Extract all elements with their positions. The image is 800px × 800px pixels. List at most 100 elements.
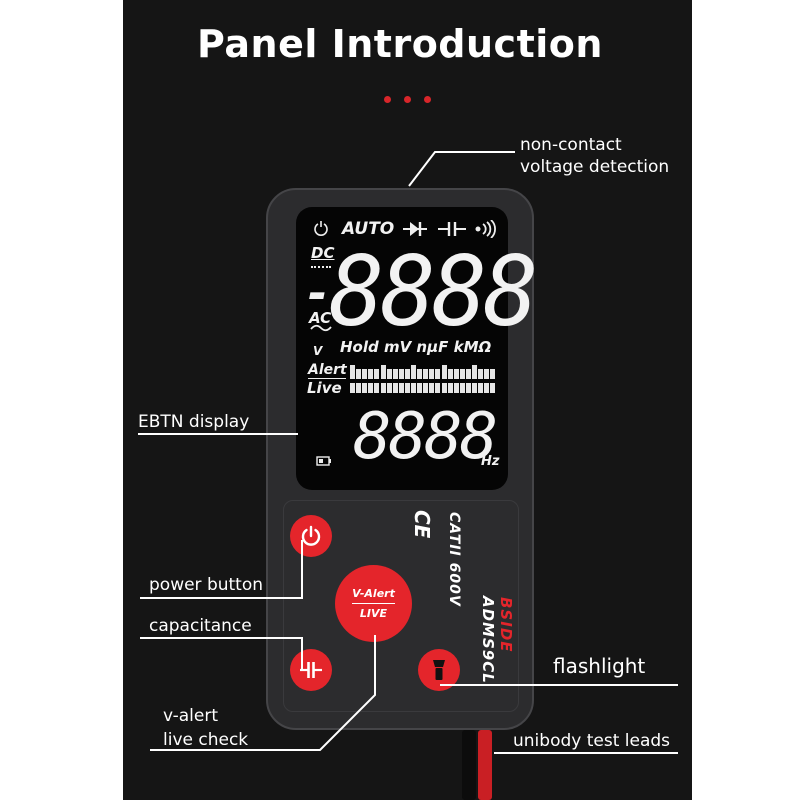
bargraph-segment [398, 383, 404, 393]
bargraph-segment [429, 383, 435, 393]
lcd-bargraph [350, 365, 498, 395]
bargraph-segment [411, 365, 416, 379]
leads-pointer-line [494, 752, 678, 754]
bargraph-segment [435, 383, 441, 393]
test-leads [462, 730, 500, 800]
page-title: Panel Introduction [197, 22, 603, 66]
power-icon [301, 525, 321, 546]
lcd-dc: DC [311, 244, 335, 262]
flashlight-pointer-line [440, 684, 678, 686]
model-name: ADMS9CL [479, 596, 497, 684]
callout-power: power button [149, 575, 264, 595]
lcd-dc-dashes [311, 266, 331, 268]
valert-pointer-line [150, 635, 376, 751]
valert-button-label: V-Alert [352, 587, 395, 600]
diode-icon [403, 222, 427, 236]
bargraph-segment [435, 369, 441, 379]
display-pointer-line [138, 433, 298, 435]
power-button[interactable] [290, 515, 332, 557]
bargraph-segment [441, 365, 447, 379]
bargraph-segment [417, 369, 423, 379]
bargraph-segment [447, 383, 453, 393]
bargraph-segment [386, 369, 392, 379]
valert-divider [352, 603, 395, 604]
bargraph-segment [490, 369, 496, 379]
bargraph-segment [459, 369, 465, 379]
bargraph-segment [374, 383, 380, 393]
red-lead [478, 730, 492, 800]
bargraph-segment [472, 365, 477, 379]
bargraph-segment [417, 383, 423, 393]
callout-display: EBTN display [138, 412, 250, 432]
bargraph-segment [484, 369, 490, 379]
bargraph-segment [356, 369, 362, 379]
bargraph-segment [380, 365, 386, 379]
lcd-v-mark: V [313, 344, 323, 358]
lcd-units: Hold mV nμF kMΩ [340, 338, 492, 356]
lcd-sub-digits: 8888 [353, 400, 498, 474]
bargraph-segment [490, 383, 496, 393]
battery-icon [316, 456, 331, 466]
bargraph-segment [350, 365, 355, 379]
brand-logo: BSIDE [497, 597, 515, 653]
lower-panel [283, 500, 519, 712]
bargraph-segment [362, 369, 368, 379]
bargraph-segment [465, 383, 471, 393]
ac-wave-icon [310, 324, 332, 332]
lcd-minus: - [308, 266, 328, 320]
bargraph-segment [478, 383, 484, 393]
valert-live-button[interactable]: V-Alert LIVE [335, 565, 412, 642]
bargraph-segment [465, 369, 471, 379]
bargraph-segment [404, 369, 410, 379]
bargraph-segment [423, 369, 429, 379]
bargraph-segment [398, 369, 404, 379]
lcd-live: Live [307, 379, 342, 397]
buzzer-icon [475, 220, 496, 238]
bargraph-segment [356, 383, 362, 393]
bargraph-segment [362, 383, 368, 393]
lcd-divider [308, 378, 346, 379]
bargraph-segment [350, 383, 355, 393]
bargraph-segment [453, 369, 459, 379]
dot [384, 96, 391, 103]
bargraph-segment [423, 383, 429, 393]
callout-valert-line1: v-alert [163, 706, 218, 726]
bargraph-segment [368, 383, 374, 393]
ncv-pointer-line [408, 151, 515, 187]
bargraph-segment [411, 383, 416, 393]
bargraph-segment [368, 369, 374, 379]
bargraph-segment [374, 369, 380, 379]
live-button-label: LIVE [359, 607, 388, 620]
cat-rating: CATII 600V [446, 512, 462, 607]
capacitance-pointer-line [140, 637, 303, 670]
lcd-ac: AC [309, 309, 332, 327]
lcd-auto: AUTO [342, 219, 395, 239]
callout-leads: unibody test leads [513, 731, 671, 751]
capacitance-button[interactable] [290, 649, 332, 691]
bargraph-segment [392, 383, 398, 393]
power-pointer-line [140, 540, 303, 599]
bargraph-segment [478, 369, 484, 379]
power-indicator-icon [314, 221, 328, 236]
bargraph-segment [404, 383, 410, 393]
bargraph-segment [447, 369, 453, 379]
bargraph-segment [453, 383, 459, 393]
lcd-hz: Hz [481, 454, 500, 469]
accent-dots [384, 96, 432, 104]
flashlight-button[interactable] [418, 649, 460, 691]
callout-valert-line2: live check [163, 730, 249, 750]
ce-mark: CE [410, 510, 434, 539]
callout-ncv-line2: voltage detection [520, 157, 670, 177]
flashlight-icon [433, 660, 445, 680]
lcd-alert: Alert [308, 362, 347, 378]
bargraph-segment [380, 383, 386, 393]
bargraph-segment [386, 383, 392, 393]
bargraph-segment [484, 383, 490, 393]
bargraph-segment [441, 383, 447, 393]
callout-capacitance: capacitance [149, 616, 252, 636]
bargraph-segment [472, 383, 477, 393]
bargraph-segment [429, 369, 435, 379]
dot [404, 96, 411, 103]
callout-ncv-line1: non-contact [520, 135, 622, 155]
bargraph-segment [392, 369, 398, 379]
